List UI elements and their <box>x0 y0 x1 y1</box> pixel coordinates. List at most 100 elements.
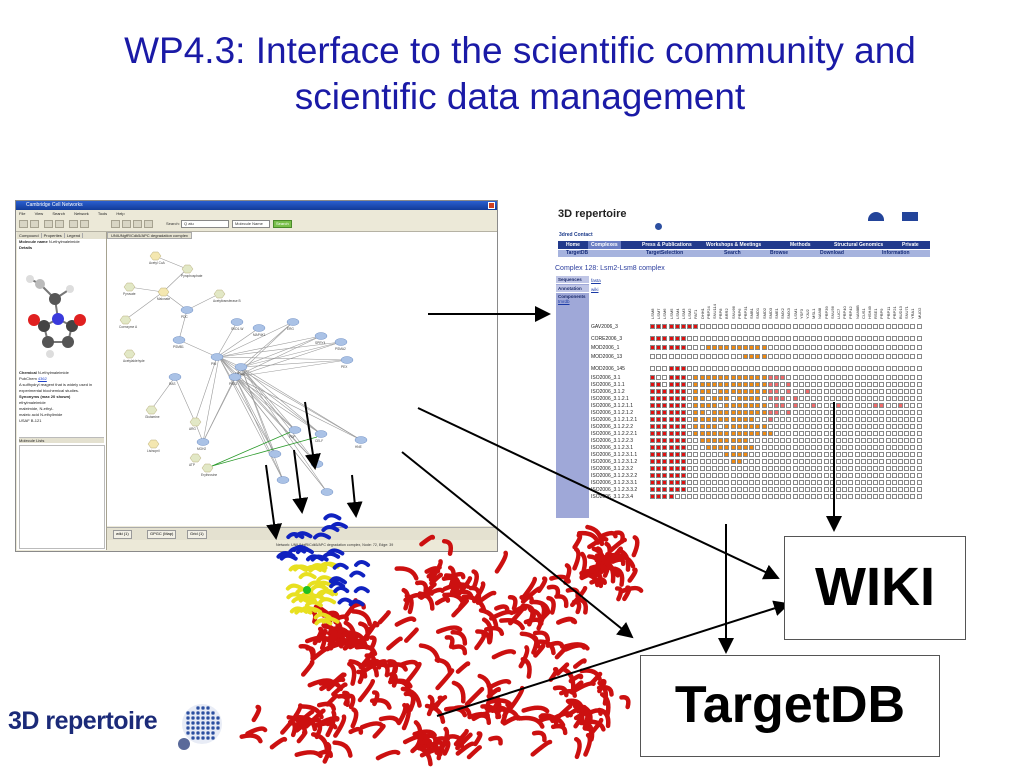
grid-cell <box>699 389 705 394</box>
tab-gpgc[interactable]: GPGC (Map) <box>147 530 177 539</box>
network-node[interactable]: Acetyl CoA <box>149 251 166 265</box>
close-icon[interactable] <box>488 202 495 209</box>
network-node[interactable]: Glutamine <box>145 405 160 419</box>
network-node[interactable]: HNE <box>354 436 368 450</box>
nav-search[interactable]: Search <box>724 250 741 256</box>
menu-network[interactable]: Network <box>74 211 89 216</box>
menu-view[interactable]: View <box>34 211 44 216</box>
expand-icon[interactable] <box>122 220 131 228</box>
zoom-out-icon[interactable] <box>55 220 64 228</box>
menu-help[interactable]: Help <box>116 211 125 216</box>
network-tab[interactable]: UNIUNgfR/Cdk5/APC degradation complex <box>107 232 192 239</box>
network-node[interactable]: PEX <box>340 356 354 370</box>
nav-home[interactable]: Home <box>566 242 580 248</box>
network-node[interactable]: Malonate <box>157 287 170 301</box>
network-node[interactable]: Pyrophosphate <box>181 264 203 278</box>
network-node[interactable]: PDP <box>288 426 302 440</box>
wiki-link[interactable]: wiki <box>591 287 599 292</box>
menu-tools[interactable]: Tools <box>97 211 108 216</box>
fasta-link[interactable]: fasta <box>591 278 601 283</box>
zoom-in-icon[interactable] <box>44 220 53 228</box>
network-node[interactable]: ERG <box>286 318 300 332</box>
network-node[interactable]: Coenzyme A <box>119 315 138 329</box>
link-contact[interactable]: Contact <box>574 232 593 238</box>
nav-press[interactable]: Press & Publications <box>642 242 692 248</box>
grid-row-label[interactable]: ISO2006_3.1.2.1.2 <box>591 410 633 416</box>
search-button[interactable]: Search <box>273 220 292 228</box>
network-node[interactable] <box>268 450 282 458</box>
grid-cell <box>687 345 693 350</box>
network-node[interactable]: Erythrosine <box>201 463 217 477</box>
grid-row-label[interactable]: MOD2006_13 <box>591 354 623 360</box>
tab-properties[interactable]: Properties <box>41 233 65 238</box>
collapse-icon[interactable] <box>133 220 142 228</box>
nav-workshops[interactable]: Workshops & Meetings <box>706 242 762 248</box>
globe-dot <box>196 726 200 730</box>
menu-file[interactable]: File <box>19 211 26 216</box>
network-icon[interactable] <box>111 220 120 228</box>
grid-cell <box>743 354 748 359</box>
network-node[interactable]: SPRY4 <box>314 332 328 346</box>
nav-methods[interactable]: Methods <box>790 242 811 248</box>
network-node[interactable] <box>276 476 290 484</box>
network-node[interactable]: ATP <box>189 453 202 467</box>
nav-targetdb[interactable]: TargetDB <box>566 250 589 256</box>
grid-row-label[interactable]: MOD2006_145 <box>591 366 625 372</box>
grid-row-label[interactable]: ISO2006_3.1 <box>591 375 621 381</box>
nav-browse[interactable]: Browse <box>770 250 789 256</box>
grid-row-label[interactable]: ISO2006_3.1.2.1 <box>591 396 629 402</box>
tab-compound[interactable]: Compound <box>17 233 42 238</box>
network-node[interactable]: ARG <box>189 417 202 431</box>
molecule-list[interactable] <box>19 445 105 549</box>
nav-private[interactable]: Private <box>902 242 919 248</box>
grid-cell <box>910 324 916 329</box>
search-input[interactable]: Q atu <box>181 220 229 228</box>
link-3dred[interactable]: 3dred <box>559 232 573 238</box>
select-icon[interactable] <box>80 220 89 228</box>
network-node[interactable]: Lisinopril <box>147 439 160 453</box>
network-node[interactable]: PSMA2 <box>334 338 348 352</box>
nav-complexes[interactable]: Complexes <box>588 241 621 249</box>
network-node[interactable]: PRS3 <box>228 373 242 387</box>
network-node[interactable]: MAP4K1 <box>252 324 266 338</box>
grid-cell <box>792 389 798 394</box>
forward-icon[interactable] <box>30 220 39 228</box>
grid-row-label[interactable]: CORE2006_3 <box>591 336 623 342</box>
network-node[interactable] <box>320 488 334 496</box>
tab-legend[interactable]: Legend <box>64 233 84 238</box>
network-node[interactable]: Acetylaldehyde <box>123 349 145 363</box>
nav-information[interactable]: Information <box>882 250 910 256</box>
grid-row-label[interactable]: MOD2006_1 <box>591 345 620 351</box>
grid-row-label[interactable]: ISO2006_3.1.2 <box>591 389 625 395</box>
back-icon[interactable] <box>19 220 28 228</box>
network-canvas[interactable]: UNIUNgfR/Cdk5/APC degradation complex Ac… <box>107 232 497 526</box>
network-node[interactable]: Pyruvate <box>123 282 136 296</box>
network-node[interactable]: Acetyltransferase B <box>213 289 241 303</box>
network-node-label: PRS3 <box>229 382 238 386</box>
nav-structural-genomics[interactable]: Structural Genomics <box>834 242 884 248</box>
network-node[interactable]: EIF4A1 <box>234 363 248 377</box>
nav-download[interactable]: Download <box>820 250 844 256</box>
grid-row-label[interactable]: GAV2006_3 <box>591 324 618 330</box>
network-node[interactable]: MGH2 <box>196 438 210 452</box>
network-node[interactable]: CELF <box>314 430 328 444</box>
grid-row-label[interactable]: ISO2006_3.1.2.1.1 <box>591 403 633 409</box>
network-node[interactable]: SKD1-W <box>230 318 243 332</box>
tab-grid[interactable]: Grid (1) <box>187 530 207 539</box>
globe-dot <box>186 731 190 735</box>
network-node[interactable]: PSMB1 <box>172 336 186 350</box>
chemical-row: Chemical N-ethylmaleimide <box>19 370 69 375</box>
nav-targetselection[interactable]: TargetSelection <box>646 250 684 256</box>
network-node[interactable]: PDC <box>180 306 194 320</box>
grid-row-label[interactable]: ISO2006_3.1.1 <box>591 382 625 388</box>
network-node[interactable]: PIN <box>210 353 224 367</box>
side-components-link[interactable]: tmrdb <box>558 299 570 304</box>
pubchem-link[interactable]: 4362 <box>37 376 47 381</box>
network-node[interactable]: RAS <box>168 373 182 387</box>
tab-wiki[interactable]: wiki (1) <box>113 530 132 539</box>
layout-icon[interactable] <box>69 220 78 228</box>
menu-search[interactable]: Search <box>52 211 65 216</box>
fit-icon[interactable] <box>144 220 153 228</box>
grid-row-label[interactable]: ISO2006_3.1.2.1.2.1 <box>591 417 638 423</box>
search-type-select[interactable]: Molecule Name <box>232 220 270 228</box>
